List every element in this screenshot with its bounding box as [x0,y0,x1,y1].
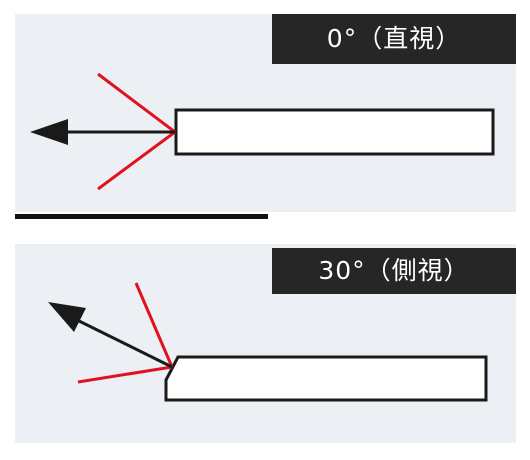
view-direction-arrowhead-straight [30,119,68,145]
section-divider [15,214,268,219]
view-cone-upper-oblique [134,282,174,368]
panel-side-view: 30°（側視） [15,244,516,443]
view-cone-upper-straight [97,72,176,134]
probe-body-straight [174,108,495,156]
view-cone-lower-straight [97,130,176,191]
view-direction-arrow-shaft-oblique [74,317,173,369]
view-cone-lower-oblique [77,365,173,384]
view-direction-arrowhead-oblique [48,302,86,332]
angle-label-30: 30°（側視） [272,248,516,294]
probe-straight [30,72,495,191]
angle-label-0: 0°（直視） [272,14,516,64]
probe-oblique [48,282,488,402]
probe-body-oblique [164,355,488,402]
